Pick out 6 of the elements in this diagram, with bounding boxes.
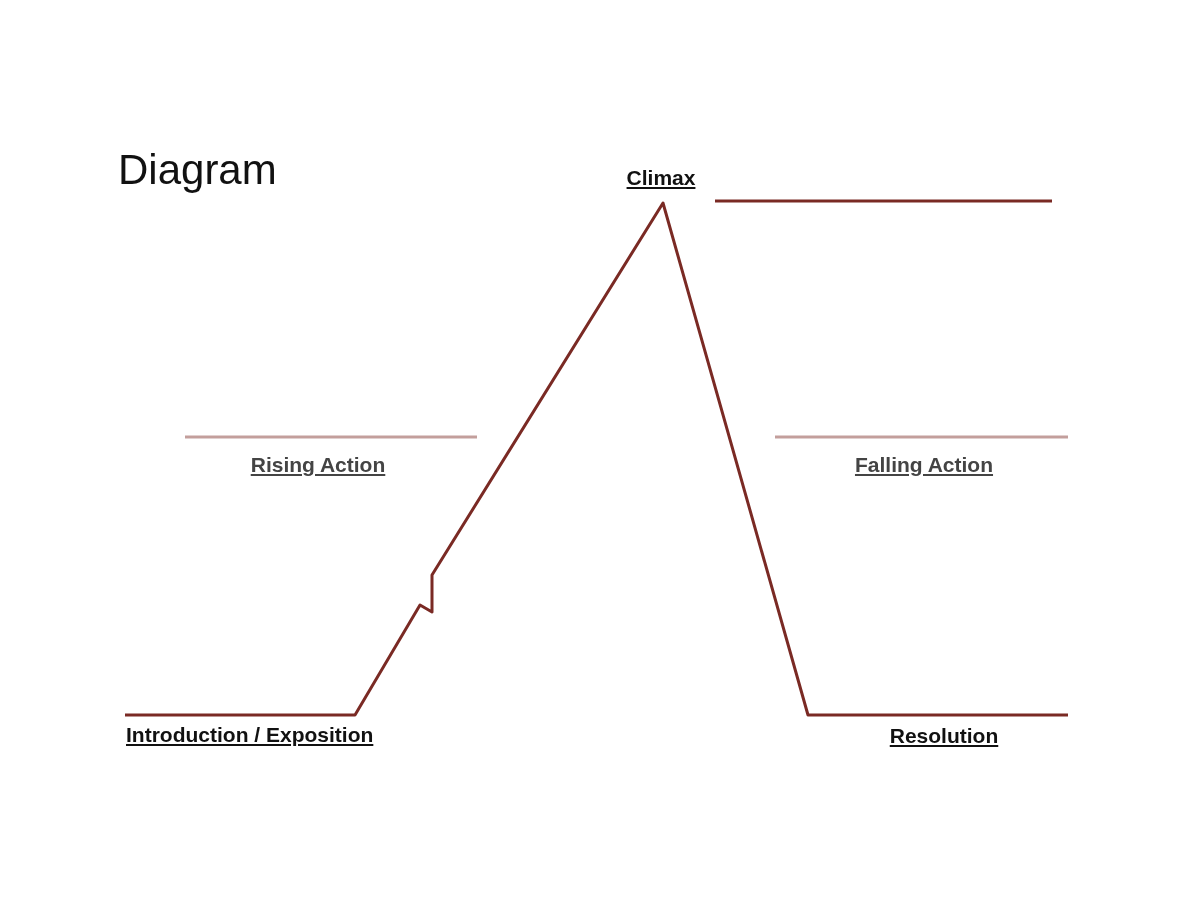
title: Diagram	[118, 146, 277, 194]
stage-heading: Rising Action	[250, 453, 386, 477]
stage-heading: Falling Action	[854, 453, 994, 477]
stage-heading: Resolution	[889, 724, 999, 748]
stage-heading: Climax	[626, 166, 696, 190]
stage-heading: Introduction / Exposition	[126, 723, 374, 747]
